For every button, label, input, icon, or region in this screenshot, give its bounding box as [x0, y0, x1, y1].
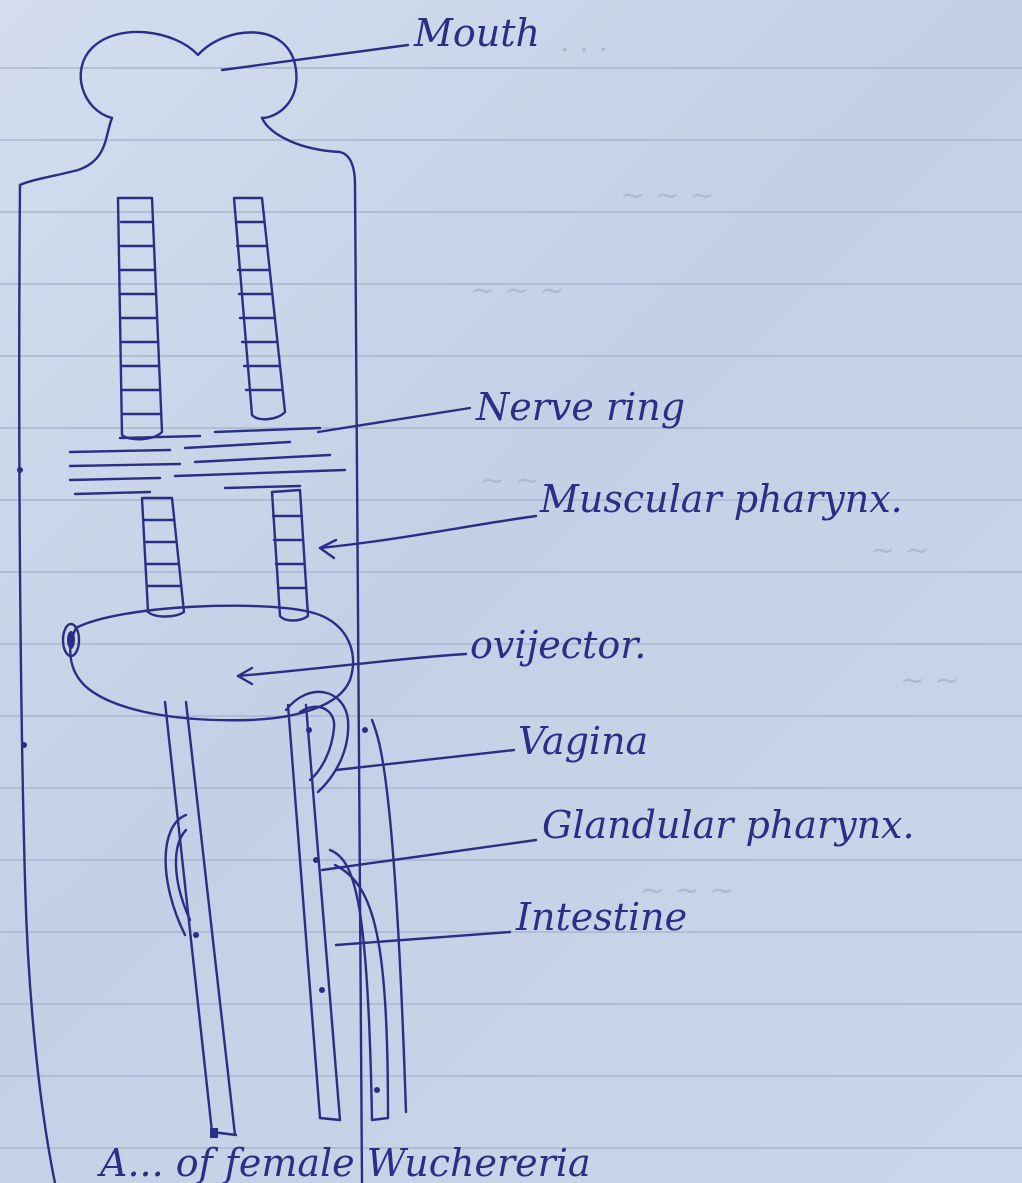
svg-text:~ ~ ~: ~ ~ ~ — [470, 273, 564, 308]
label-glandular-pharynx: Glandular pharynx. — [542, 803, 915, 847]
svg-text:~ ~ ~: ~ ~ ~ — [620, 178, 714, 213]
svg-text:~ ~: ~ ~ — [480, 463, 540, 498]
svg-text:· · ·: · · · — [560, 33, 608, 68]
muscular-pharynx-upper — [118, 198, 285, 439]
label-mouth: Mouth — [413, 11, 540, 55]
label-muscular-pharynx: Muscular pharynx. — [539, 477, 903, 521]
vagina — [286, 692, 348, 792]
bleed-through-writing: · · · ~ ~ ~ ~ ~ ~ ~ ~ ~ ~ ~ ~ ~ ~ ~ — [470, 33, 960, 908]
nerve-ring — [70, 428, 345, 494]
ovijector — [63, 606, 353, 721]
svg-text:~ ~: ~ ~ — [870, 533, 930, 568]
caption: A... of female Wuchereria — [97, 1141, 591, 1183]
label-vagina: Vagina — [518, 719, 648, 763]
label-ovijector: ovijector. — [470, 623, 646, 667]
label-nerve-ring: Nerve ring — [475, 385, 685, 429]
label-intestine: Intestine — [515, 895, 687, 939]
muscular-pharynx-lower — [142, 490, 308, 621]
svg-text:~ ~: ~ ~ — [900, 663, 960, 698]
